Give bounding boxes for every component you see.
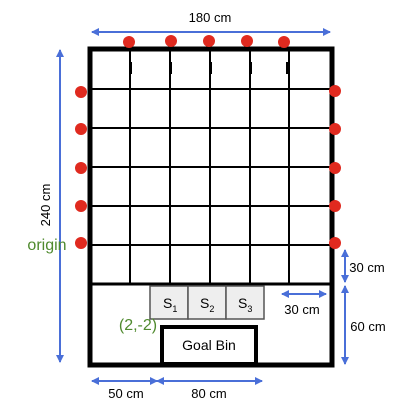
sensor-dot	[75, 237, 87, 249]
bottom-80-dimension: 80 cm	[156, 377, 263, 401]
sensor-dot	[203, 35, 215, 47]
coordinate-label: (2,-2)	[119, 317, 157, 334]
left-height-dimension: 240 cm	[38, 49, 64, 363]
sensor-dot	[165, 35, 177, 47]
goal-bin-label: Goal Bin	[182, 337, 236, 353]
sensor-dot	[75, 86, 87, 98]
left-height-label: 240 cm	[38, 184, 53, 227]
sensor-dot	[75, 200, 87, 212]
sensor-dot	[329, 237, 341, 249]
right-30-dimension: 30 cm	[341, 249, 385, 283]
origin-label: origin	[27, 237, 66, 254]
right-60-dimension: 60 cm	[341, 285, 386, 365]
sensor-dot	[123, 36, 135, 48]
sensor-dot	[329, 123, 341, 135]
station-1-label: S1	[163, 295, 177, 314]
bottom-50-label: 50 cm	[108, 386, 143, 401]
station-3-label: S3	[238, 295, 252, 314]
bottom-80-label: 80 cm	[191, 386, 226, 401]
right-60-label: 60 cm	[350, 319, 385, 334]
top-width-label: 180 cm	[189, 10, 232, 25]
sensor-dot	[329, 162, 341, 174]
top-tick-marks	[130, 62, 288, 74]
goal-bin-box	[160, 325, 258, 366]
right-30-label: 30 cm	[349, 260, 384, 275]
sensor-dot	[278, 36, 290, 48]
sensor-dots	[75, 35, 341, 249]
inner-30-dimension: 30 cm	[281, 290, 327, 317]
stations: S1 S2 S3	[149, 285, 265, 320]
sensor-dot	[329, 85, 341, 97]
sensor-dot	[75, 162, 87, 174]
station-3	[225, 285, 265, 320]
sensor-dot	[329, 200, 341, 212]
inner-30-label: 30 cm	[284, 302, 319, 317]
top-width-dimension: 180 cm	[91, 10, 331, 36]
station-2-label: S2	[200, 295, 214, 314]
sensor-dot	[75, 123, 87, 135]
sensor-dot	[241, 35, 253, 47]
grid	[90, 49, 332, 284]
station-2	[187, 285, 227, 320]
bottom-50-dimension: 50 cm	[91, 377, 158, 401]
goal-bin: Goal Bin	[160, 325, 258, 366]
